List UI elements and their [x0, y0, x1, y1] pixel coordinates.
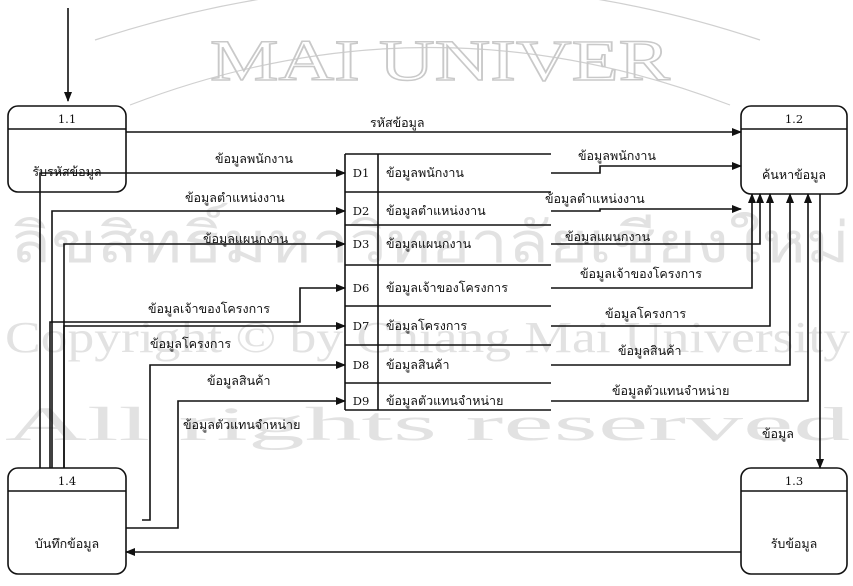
- write-flow-label: ข้อมูลพนักงาน: [215, 151, 293, 167]
- write-flow-line: [142, 361, 346, 521]
- store-name: ข้อมูลตำแหน่งงาน: [386, 203, 486, 219]
- store-id: D7: [353, 319, 370, 333]
- process-1-3: 1.3 รับข้อมูล: [740, 467, 848, 575]
- flow-code-label: รหัสข้อมูล: [370, 115, 425, 131]
- data-stores: D1 ข้อมูลพนักงาน D2 ข้อมูลตำแหน่งงาน D3 ข้อมู…: [345, 165, 551, 409]
- process-number: 1.2: [785, 112, 803, 126]
- store-name: ข้อมูลโครงการ: [386, 318, 467, 334]
- process-1-2: 1.2 ค้นหาข้อมูล: [740, 105, 848, 195]
- write-flows: ข้อมูลพนักงานข้อมูลตำแหน่งงานข้อมูลแผนกง…: [39, 151, 346, 529]
- flow-result-label: ข้อมูล: [762, 426, 794, 442]
- write-flow-label: ข้อมูลโครงการ: [150, 336, 231, 352]
- process-1-4: 1.4 บันทึกข้อมูล: [7, 467, 127, 575]
- write-flow-label: ข้อมูลตัวแทนจำหน่าย: [183, 417, 300, 433]
- read-flow-label: ข้อมูลโครงการ: [605, 306, 686, 322]
- process-1-1: 1.1 รับรหัสข้อมูล: [7, 105, 127, 193]
- store-name: ข้อมูลเจ้าของโครงการ: [386, 280, 508, 296]
- store-id: D8: [353, 358, 370, 372]
- write-flow-line: [51, 207, 346, 468]
- read-flow-label: ข้อมูลสินค้า: [618, 343, 682, 359]
- read-flows: ข้อมูลพนักงานข้อมูลตำแหน่งงานข้อมูลแผนกง…: [545, 148, 812, 402]
- read-flow-label: ข้อมูลตัวแทนจำหน่าย: [612, 383, 729, 399]
- read-flow-line: [551, 193, 812, 402]
- read-flow-line: [551, 193, 756, 289]
- read-flow-label: ข้อมูลเจ้าของโครงการ: [580, 266, 702, 282]
- read-flow-line: [551, 162, 742, 174]
- store-id: D2: [353, 204, 370, 218]
- store-id: D3: [353, 237, 370, 251]
- write-flow-label: ข้อมูลตำแหน่งงาน: [185, 190, 285, 206]
- write-flow-line: [39, 169, 346, 468]
- read-flow-line: [551, 193, 764, 245]
- store-id: D1: [353, 166, 370, 180]
- process-number: 1.3: [785, 474, 803, 488]
- write-flow-label: ข้อมูลแผนกงาน: [203, 231, 289, 247]
- read-flow-line: [551, 193, 794, 366]
- process-name: รับข้อมูล: [771, 536, 818, 552]
- read-flow-line: [551, 205, 742, 213]
- store-name: ข้อมูลแผนกงาน: [386, 236, 472, 252]
- write-flow-label: ข้อมูลสินค้า: [207, 373, 271, 389]
- watermark-line2: Copyright © by Chiang Mai University: [5, 313, 850, 362]
- process-name: บันทึกข้อมูล: [35, 536, 99, 552]
- write-flow-line: [49, 284, 346, 468]
- process-number: 1.1: [58, 112, 76, 126]
- read-flow-label: ข้อมูลแผนกงาน: [565, 229, 651, 245]
- process-name: รับรหัสข้อมูล: [32, 164, 101, 180]
- watermark: MAI UNIVER ลิขสิทธิ์มหาวิทยาลัยเชียงใหม่…: [5, 0, 850, 451]
- store-name: ข้อมูลสินค้า: [386, 357, 450, 373]
- watermark-line3: All rights reserved: [5, 398, 850, 451]
- process-name: ค้นหาข้อมูล: [762, 167, 826, 183]
- store-id: D9: [353, 394, 370, 408]
- store-name: ข้อมูลพนักงาน: [386, 165, 464, 181]
- read-flow-line: [551, 193, 774, 327]
- watermark-arc-text: MAI UNIVER: [210, 28, 670, 93]
- store-id: D6: [353, 281, 370, 295]
- write-flow-line: [126, 397, 346, 529]
- write-flow-label: ข้อมูลเจ้าของโครงการ: [148, 301, 270, 317]
- read-flow-label: ข้อมูลตำแหน่งงาน: [545, 191, 645, 207]
- read-flow-label: ข้อมูลพนักงาน: [578, 148, 656, 164]
- watermark-line1: ลิขสิทธิ์มหาวิทยาลัยเชียงใหม่: [10, 203, 850, 275]
- write-flow-line: [63, 322, 346, 468]
- process-number: 1.4: [58, 474, 76, 488]
- store-name: ข้อมูลตัวแทนจำหน่าย: [386, 393, 503, 409]
